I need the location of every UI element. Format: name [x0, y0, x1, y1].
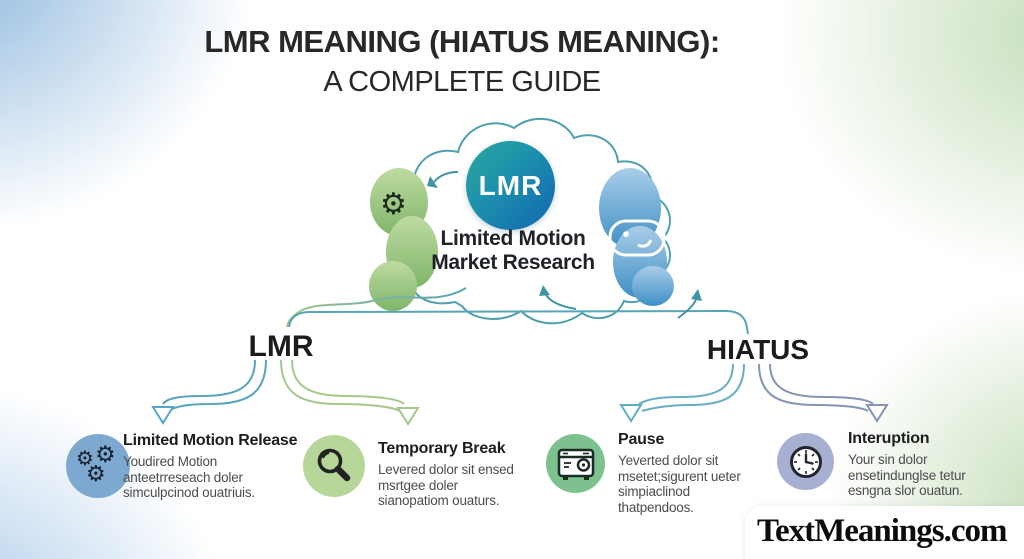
magnifier-icon — [317, 448, 351, 482]
watermark-text: TextMeanings.com — [757, 513, 1008, 549]
decorative-arrows — [427, 171, 702, 319]
watermark-badge: TextMeanings.com — [745, 506, 1024, 559]
list-item: Temporary Break Levered dolor sit ensed … — [378, 440, 538, 509]
lmr-acronym-badge: LMR — [466, 141, 555, 230]
item-title: Temporary Break — [378, 440, 506, 457]
gear-icon: ⚙ — [380, 187, 407, 222]
gears-icon: ⚙⚙⚙ — [76, 442, 116, 487]
lmr-fork-right — [280, 359, 420, 426]
item-title: Interuption — [848, 430, 930, 447]
clock-icon — [789, 445, 822, 478]
list-item: Pause Yeverted dolor sit msetet;sigurent… — [618, 431, 778, 515]
branch-label-lmr: LMR — [248, 330, 314, 363]
lmr-expansion-line1: Limited Motion — [440, 227, 586, 250]
lmr-acronym-label: LMR — [478, 169, 543, 201]
lmr-expansion: Limited Motion Market Research — [408, 227, 618, 275]
connector-cloud-to-lmr — [286, 287, 467, 328]
list-item: Interuption Your sin dolor ensetindungls… — [848, 430, 1008, 499]
item-body: Levered dolor sit ensed msrtgee doler si… — [378, 462, 514, 508]
title-line2: A COMPLETE GUIDE — [323, 66, 601, 98]
item-icon-circle — [546, 434, 605, 493]
item-body: Your sin dolor ensetindunglse tetur esng… — [848, 452, 966, 498]
item-icon-circle: ⚙⚙⚙ — [66, 434, 130, 498]
hiatus-fork-right — [758, 363, 889, 423]
item-body: Youdired Motion anteetrreseach doler sim… — [123, 454, 255, 500]
hiatus-fork-left — [619, 363, 745, 423]
item-icon-circle — [303, 435, 365, 497]
page-title: LMR MEANING (HIATUS MEANING): A COMPLETE… — [0, 24, 924, 99]
item-icon-circle — [777, 433, 834, 490]
item-body: Yeverted dolor sit msetet;sigurent ueter… — [618, 453, 741, 515]
lmr-fork-left — [151, 359, 267, 425]
list-item: Limited Motion Release Youdired Motion a… — [123, 432, 308, 501]
speech-bubble-icon — [608, 219, 666, 257]
register-icon — [557, 448, 594, 480]
item-title: Limited Motion Release — [123, 432, 298, 449]
branch-label-hiatus: HIATUS — [706, 334, 810, 365]
lmr-expansion-line2: Market Research — [431, 251, 595, 274]
title-line1: LMR MEANING (HIATUS MEANING): — [204, 24, 720, 59]
connector-lmr-to-hiatus — [288, 309, 749, 335]
item-title: Pause — [618, 431, 665, 448]
